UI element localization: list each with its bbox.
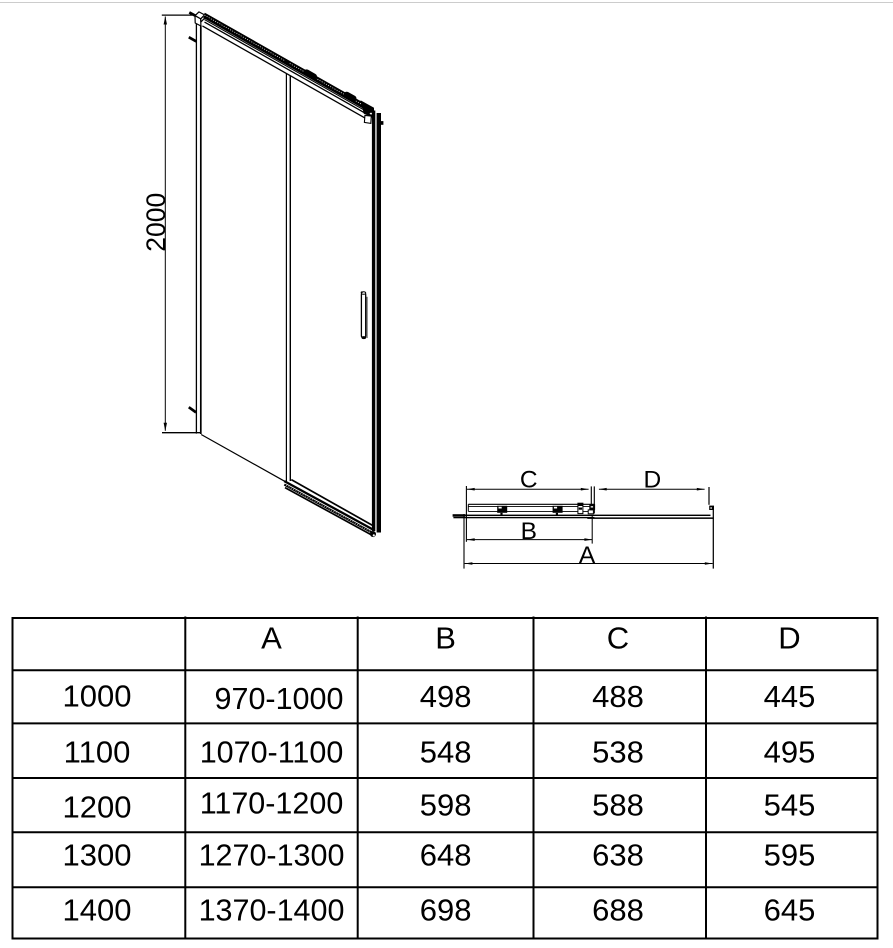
svg-text:698: 698 <box>420 893 472 928</box>
svg-text:1270-1300: 1270-1300 <box>199 839 345 873</box>
svg-text:595: 595 <box>764 838 816 873</box>
svg-text:C: C <box>520 466 538 493</box>
svg-text:688: 688 <box>592 893 644 928</box>
svg-text:548: 548 <box>420 735 472 770</box>
svg-text:1070-1100: 1070-1100 <box>200 736 344 770</box>
svg-text:D: D <box>778 621 800 656</box>
svg-text:2000: 2000 <box>141 193 171 252</box>
svg-text:B: B <box>435 621 456 656</box>
svg-text:B: B <box>521 518 537 545</box>
svg-text:498: 498 <box>420 679 472 714</box>
svg-text:588: 588 <box>592 787 644 822</box>
svg-text:1100: 1100 <box>64 735 131 770</box>
svg-text:C: C <box>607 621 629 656</box>
svg-text:488: 488 <box>592 679 644 714</box>
svg-text:495: 495 <box>764 735 816 770</box>
svg-text:1200: 1200 <box>63 789 132 824</box>
svg-text:1300: 1300 <box>63 838 132 873</box>
svg-text:1170-1200: 1170-1200 <box>200 786 344 820</box>
svg-text:648: 648 <box>420 838 472 873</box>
svg-text:1000: 1000 <box>63 679 132 714</box>
svg-text:1370-1400: 1370-1400 <box>199 894 345 928</box>
svg-text:545: 545 <box>764 787 816 822</box>
svg-text:598: 598 <box>420 787 472 822</box>
svg-text:445: 445 <box>764 679 816 714</box>
svg-text:D: D <box>644 466 662 493</box>
svg-text:645: 645 <box>764 893 816 928</box>
svg-text:638: 638 <box>592 838 644 873</box>
svg-text:A: A <box>579 542 596 569</box>
svg-text:538: 538 <box>592 735 644 770</box>
svg-text:1400: 1400 <box>63 893 132 928</box>
svg-text:970-1000: 970-1000 <box>215 682 344 716</box>
svg-text:A: A <box>261 621 282 656</box>
